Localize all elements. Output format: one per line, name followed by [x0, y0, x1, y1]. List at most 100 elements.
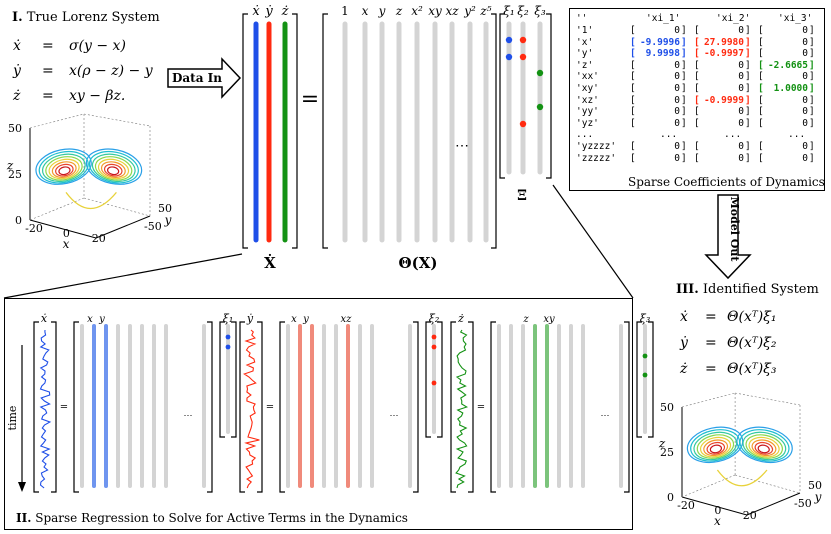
coef-bracket: [	[694, 83, 700, 94]
coef-cell: 0	[802, 94, 808, 106]
zoom-connector-right	[552, 184, 634, 299]
eq2-lhs: ẏ	[13, 63, 21, 79]
identified-lorenz-attractor-loop	[745, 434, 783, 459]
regression-term-label: x	[87, 314, 93, 325]
data-in-arrow	[167, 57, 242, 99]
identified-lorenz-y-label: y	[814, 490, 822, 504]
xi-header: ξ₁	[503, 4, 514, 18]
true-lorenz-attractor-loop	[58, 166, 71, 176]
coef-cell: 0	[738, 152, 744, 164]
coef-cell: ...	[660, 129, 678, 141]
coef-bracket: [	[630, 48, 636, 60]
identified-lorenz-y-tick: -50	[794, 497, 812, 510]
coef-cell: 0	[802, 141, 808, 152]
coef-bracket: ]	[809, 141, 815, 152]
true-lorenz-x-tick: 0	[63, 227, 70, 240]
coef-bracket: [	[758, 71, 764, 83]
coef-bracket: ]	[681, 59, 687, 71]
coef-bracket: [	[630, 59, 636, 71]
regression-theta-bracket-right	[207, 321, 213, 493]
time-label: time	[6, 406, 19, 431]
xi-header: ξ₂	[517, 4, 529, 18]
regression-xi-dot	[431, 380, 437, 386]
regression-bracket-right	[51, 321, 57, 493]
theta-header: xz	[445, 4, 459, 18]
coef-cell: 0	[738, 59, 744, 71]
true-lorenz-attractor-loop	[85, 148, 143, 185]
identified-lorenz-box-line	[735, 392, 801, 406]
coef-bracket: ]	[745, 59, 751, 71]
coef-bracket: ]	[681, 83, 687, 94]
identified-lorenz-plot	[681, 392, 801, 516]
regression-theta-bracket-right	[413, 321, 419, 493]
coef-bracket: [	[694, 71, 700, 83]
eq1-lhs: ẋ	[13, 38, 21, 54]
coefficients-panel: '''xi_1''xi_2''xi_3''1'[0][0][0]'x'[-9.9…	[569, 8, 825, 191]
true-lorenz-attractor-loop	[41, 153, 86, 183]
true-lorenz-attractor-loop	[45, 156, 83, 181]
regression-bracket-right	[468, 321, 474, 493]
regression-xi-dot	[431, 344, 437, 350]
regression-xi-dot	[225, 344, 231, 350]
identified-lorenz-attractor-loop	[742, 431, 787, 461]
theta-last-header: z⁵	[479, 4, 491, 18]
model-out-label: Model Out	[728, 197, 741, 263]
coef-row-term: 'xy'	[576, 83, 599, 94]
regression-term-label: xz	[341, 314, 353, 325]
regression-term-label: xy	[543, 314, 555, 325]
regression-bracket-left	[450, 321, 456, 493]
coef-bracket: [	[758, 106, 764, 118]
coef-cell: 0	[738, 106, 744, 118]
coef-bracket: ]	[745, 83, 751, 94]
identified-lorenz-attractor-loop	[699, 436, 732, 458]
true-lorenz-box-line	[29, 219, 97, 239]
coef-header-cell: 'xi_1'	[646, 13, 681, 24]
coef-bracket: [	[694, 117, 700, 129]
regression-xi-bracket-left	[219, 321, 225, 438]
regression-bracket-right	[257, 321, 263, 493]
regression-theta-bracket-left	[279, 321, 285, 493]
regression-xi-header: ξ₁	[223, 312, 233, 325]
theta-ellipsis: ⋯	[455, 138, 469, 154]
regression-term-label: z	[522, 314, 529, 325]
coef-bracket: ]	[809, 83, 815, 94]
coef-cell: 0	[802, 106, 808, 118]
coef-header-cell: 'xi_3'	[778, 13, 813, 24]
coef-cell: ...	[788, 129, 806, 141]
identified-lorenz-attractor-loop	[690, 429, 741, 462]
regression-xi-header: ξ₂	[429, 312, 439, 325]
true-lorenz-box-line	[83, 197, 151, 217]
coef-bracket: [	[630, 83, 636, 94]
true-lorenz-x-tick: 20	[92, 232, 106, 245]
regression-lhs-header: ẋ	[41, 312, 48, 325]
coef-bracket: ]	[809, 152, 815, 164]
regression-ellipsis: ⋯	[601, 411, 610, 421]
coef-bracket: [	[630, 141, 636, 152]
coef-cell: 0	[674, 71, 680, 83]
xi-bracket-left	[499, 13, 505, 179]
regression-equals: =	[477, 402, 485, 413]
coef-cell: 0	[802, 117, 808, 129]
coef-bracket: [	[694, 141, 700, 152]
theta-header: x²	[411, 4, 423, 18]
identified-lorenz-attractor-loop	[748, 436, 780, 458]
identified-lorenz-x-tick: 20	[743, 509, 757, 522]
regression-xi-dot	[431, 334, 437, 340]
coef-cell: 0	[802, 25, 808, 36]
xdot-header: ẏ	[264, 4, 273, 19]
regression-ellipsis: ⋯	[184, 411, 193, 421]
identified-lorenz-z-label: z	[658, 437, 666, 451]
coef-bracket: [	[630, 36, 636, 48]
coef-cell: 0	[674, 152, 680, 164]
identified-lorenz-attractor-loop	[736, 426, 793, 464]
identified-lorenz-z-tick: 50	[660, 401, 674, 414]
regression-theta-bracket-left	[490, 321, 496, 493]
coef-cell: 0	[802, 71, 808, 83]
identified-lorenz-box-line	[681, 474, 736, 498]
true-lorenz-attractor-loop	[103, 163, 123, 177]
xi-coefficient-dot	[519, 53, 527, 61]
xdot-label: Ẋ	[264, 253, 276, 272]
coef-row-term: 'z'	[576, 59, 594, 71]
zoom-connector-left	[3, 253, 243, 299]
coef-row-term: 'y'	[576, 48, 594, 60]
